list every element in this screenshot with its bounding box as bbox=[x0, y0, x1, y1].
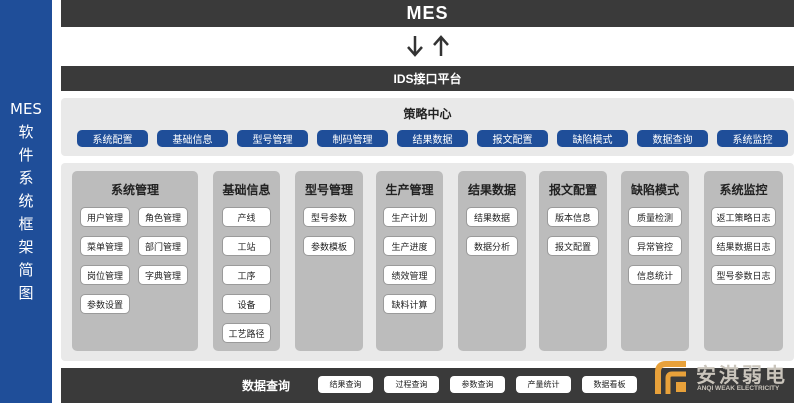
data-query-items: 结果查询 过程查询 参数查询 产量统计 数据看板 bbox=[318, 376, 637, 393]
sidebar-line: 简 bbox=[18, 261, 34, 279]
strategy-item: 系统监控 bbox=[717, 130, 788, 147]
data-query-item: 过程查询 bbox=[384, 376, 439, 393]
module-item: 生产进度 bbox=[383, 236, 436, 256]
module-item: 型号参数 bbox=[303, 207, 355, 227]
module-item: 报文配置 bbox=[547, 236, 599, 256]
sidebar-line: 系 bbox=[18, 169, 34, 187]
arrow-up-icon bbox=[432, 35, 449, 56]
module-title: 结果数据 bbox=[467, 183, 516, 197]
arrow-down-icon bbox=[406, 36, 423, 57]
module-system-monitor: 系统监控 返工策略日志 结果数据日志 型号参数日志 bbox=[704, 171, 783, 351]
module-item: 工站 bbox=[222, 236, 271, 256]
data-query-item: 数据看板 bbox=[582, 376, 637, 393]
module-item: 菜单管理 bbox=[80, 236, 130, 256]
module-item: 参数模板 bbox=[303, 236, 355, 256]
module-title: 型号管理 bbox=[304, 183, 353, 197]
module-title: 生产管理 bbox=[385, 183, 434, 197]
module-item: 用户管理 bbox=[80, 207, 130, 227]
module-item: 异常管控 bbox=[628, 236, 682, 256]
sidebar-line: MES bbox=[10, 100, 42, 118]
module-item: 部门管理 bbox=[138, 236, 188, 256]
module-item: 生产计划 bbox=[383, 207, 436, 227]
strategy-item: 制码管理 bbox=[317, 130, 388, 147]
module-item: 数据分析 bbox=[466, 236, 518, 256]
module-title: 系统监控 bbox=[719, 183, 768, 197]
ids-interface-bar: IDS接口平台 bbox=[61, 66, 794, 91]
module-title: 缺陷模式 bbox=[630, 183, 679, 197]
data-query-title: 数据查询 bbox=[242, 379, 291, 393]
module-title: 报文配置 bbox=[548, 183, 597, 197]
logo-mark-icon bbox=[655, 361, 686, 394]
data-query-item: 结果查询 bbox=[318, 376, 373, 393]
module-item: 岗位管理 bbox=[80, 265, 130, 285]
module-item: 结果数据日志 bbox=[711, 236, 776, 256]
data-query-item: 产量统计 bbox=[516, 376, 571, 393]
module-model-management: 型号管理 型号参数 参数模板 bbox=[295, 171, 363, 351]
module-item: 型号参数日志 bbox=[711, 265, 776, 285]
module-item: 工艺路径 bbox=[222, 323, 271, 343]
strategy-item: 缺陷模式 bbox=[557, 130, 628, 147]
strategy-item: 结果数据 bbox=[397, 130, 468, 147]
sidebar-line: 框 bbox=[18, 215, 34, 233]
module-item: 字典管理 bbox=[138, 265, 188, 285]
module-result-data: 结果数据 结果数据 数据分析 bbox=[458, 171, 526, 351]
module-item: 返工策略日志 bbox=[711, 207, 776, 227]
strategy-item: 型号管理 bbox=[237, 130, 308, 147]
module-production-management: 生产管理 生产计划 生产进度 绩效管理 缺料计算 bbox=[376, 171, 443, 351]
module-item: 缺料计算 bbox=[383, 294, 436, 314]
module-item: 设备 bbox=[222, 294, 271, 314]
sidebar-line: 架 bbox=[18, 238, 34, 256]
module-item: 信息统计 bbox=[628, 265, 682, 285]
module-message-config: 报文配置 版本信息 报文配置 bbox=[539, 171, 607, 351]
watermark-logo: 安淇弱电 ANQI WEAK ELECTRICITY bbox=[650, 355, 800, 403]
module-item: 角色管理 bbox=[138, 207, 188, 227]
sidebar-line: 图 bbox=[18, 284, 34, 302]
module-system-management: 系统管理 用户管理 角色管理 菜单管理 部门管理 岗位管理 字典管理 参数设置 bbox=[72, 171, 198, 351]
strategy-items: 系统配置 基础信息 型号管理 制码管理 结果数据 报文配置 缺陷模式 数据查询 … bbox=[77, 130, 788, 147]
strategy-item: 数据查询 bbox=[637, 130, 708, 147]
strategy-item: 基础信息 bbox=[157, 130, 228, 147]
module-item: 版本信息 bbox=[547, 207, 599, 227]
module-item: 绩效管理 bbox=[383, 265, 436, 285]
strategy-item: 报文配置 bbox=[477, 130, 548, 147]
sidebar-line: 软 bbox=[18, 123, 34, 141]
mes-header: MES bbox=[61, 0, 794, 27]
module-item: 产线 bbox=[222, 207, 271, 227]
modules-area: 系统管理 用户管理 角色管理 菜单管理 部门管理 岗位管理 字典管理 参数设置 … bbox=[61, 163, 794, 361]
module-title: 系统管理 bbox=[110, 183, 159, 197]
sidebar: MES 软 件 系 统 框 架 简 图 bbox=[0, 0, 52, 403]
logo-text-cn: 安淇弱电 bbox=[696, 363, 788, 387]
bidirectional-arrows bbox=[61, 27, 794, 65]
strategy-title: 策略中心 bbox=[403, 107, 452, 121]
module-item: 参数设置 bbox=[80, 294, 130, 314]
module-item: 结果数据 bbox=[466, 207, 518, 227]
module-defect-mode: 缺陷模式 质量检测 异常管控 信息统计 bbox=[621, 171, 689, 351]
data-query-item: 参数查询 bbox=[450, 376, 505, 393]
sidebar-line: 件 bbox=[18, 146, 34, 164]
module-basic-info: 基础信息 产线 工站 工序 设备 工艺路径 bbox=[213, 171, 280, 351]
strategy-item: 系统配置 bbox=[77, 130, 148, 147]
module-item: 质量检测 bbox=[628, 207, 682, 227]
logo-text-en: ANQI WEAK ELECTRICITY bbox=[697, 385, 780, 392]
strategy-center: 策略中心 系统配置 基础信息 型号管理 制码管理 结果数据 报文配置 缺陷模式 … bbox=[61, 98, 794, 156]
sidebar-line: 统 bbox=[18, 192, 34, 210]
module-item: 工序 bbox=[222, 265, 271, 285]
module-title: 基础信息 bbox=[222, 183, 271, 197]
main-diagram: MES IDS接口平台 策略中心 系统配置 基础信息 型号管理 制码管理 结果数… bbox=[52, 0, 800, 403]
